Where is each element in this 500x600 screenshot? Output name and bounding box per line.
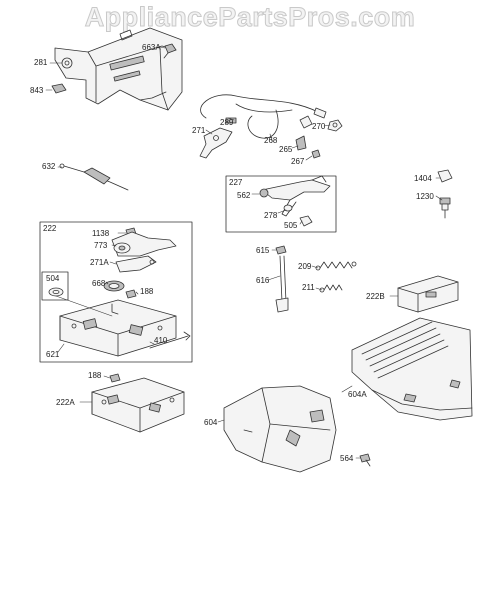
part-289-throttle-cable xyxy=(200,94,327,139)
part-211-spring xyxy=(319,284,343,293)
watermark-logo: AppliancePartsPros.com xyxy=(84,2,416,33)
label-278: 278 xyxy=(264,211,278,220)
part-188-screw-lower xyxy=(109,373,121,383)
part-410-wire xyxy=(149,331,191,349)
label-227: 227 xyxy=(229,178,243,187)
part-773-lever-assembly xyxy=(111,231,177,257)
label-268: 268 xyxy=(264,136,278,145)
part-209-spring xyxy=(315,261,357,271)
label-773: 773 xyxy=(94,241,108,250)
part-222a-control-plate xyxy=(91,377,185,433)
part-270-nut xyxy=(327,119,343,132)
part-615-clip xyxy=(275,245,287,255)
part-632-link xyxy=(59,163,129,191)
label-505: 505 xyxy=(284,221,298,230)
part-227-governor-lever xyxy=(259,175,331,217)
label-564: 564 xyxy=(340,454,354,463)
label-209: 209 xyxy=(298,262,312,271)
label-668: 668 xyxy=(92,279,106,288)
part-564-screw xyxy=(359,453,371,467)
part-843-clip xyxy=(51,83,67,94)
label-267: 267 xyxy=(291,157,305,166)
part-271a-lever xyxy=(115,255,157,273)
label-1230: 1230 xyxy=(416,192,434,201)
label-222b: 222B xyxy=(366,292,385,301)
box-504-outline xyxy=(41,271,69,301)
label-410: 410 xyxy=(154,336,168,345)
label-663a: 663A xyxy=(142,43,161,52)
label-289: 289 xyxy=(220,118,234,127)
part-188-screw-upper xyxy=(125,289,137,299)
part-222b-bracket xyxy=(397,275,459,313)
label-188-upper: 188 xyxy=(140,287,154,296)
label-222a: 222A xyxy=(56,398,75,407)
label-562: 562 xyxy=(237,191,251,200)
part-504-washer xyxy=(48,287,64,297)
leader-lines xyxy=(45,46,443,459)
part-505-nut xyxy=(299,215,313,227)
label-504: 504 xyxy=(46,274,60,283)
part-278-washer xyxy=(283,204,293,212)
box-222-outline xyxy=(39,221,193,363)
label-843: 843 xyxy=(30,86,44,95)
label-604a: 604A xyxy=(348,390,367,399)
label-1138: 1138 xyxy=(92,229,110,238)
part-663a-screw xyxy=(163,43,177,59)
label-281: 281 xyxy=(34,58,48,67)
label-616: 616 xyxy=(256,276,270,285)
part-1230-spark-plug xyxy=(439,197,451,219)
label-188-lower: 188 xyxy=(88,371,102,380)
part-267-screw xyxy=(311,149,321,159)
part-271-control-lever xyxy=(199,127,233,159)
label-271a: 271A xyxy=(90,258,109,267)
label-632: 632 xyxy=(42,162,56,171)
label-265: 265 xyxy=(279,145,293,154)
box-227-outline xyxy=(225,175,337,233)
label-271: 271 xyxy=(192,126,206,135)
label-222: 222 xyxy=(43,224,57,233)
label-211: 211 xyxy=(302,283,315,292)
part-604a-blower-housing xyxy=(351,317,473,421)
part-668-gear xyxy=(103,280,125,292)
part-604-cylinder-shield xyxy=(223,385,337,473)
part-265-clip xyxy=(295,135,307,151)
label-270: 270 xyxy=(312,122,326,131)
part-1404-cap xyxy=(437,169,453,183)
part-281-control-bracket xyxy=(54,27,183,111)
label-621: 621 xyxy=(46,350,60,359)
label-604: 604 xyxy=(204,418,218,427)
part-616-governor-shaft xyxy=(275,255,289,313)
label-615: 615 xyxy=(256,246,270,255)
part-222-control-plate xyxy=(59,299,177,357)
label-1404: 1404 xyxy=(414,174,432,183)
